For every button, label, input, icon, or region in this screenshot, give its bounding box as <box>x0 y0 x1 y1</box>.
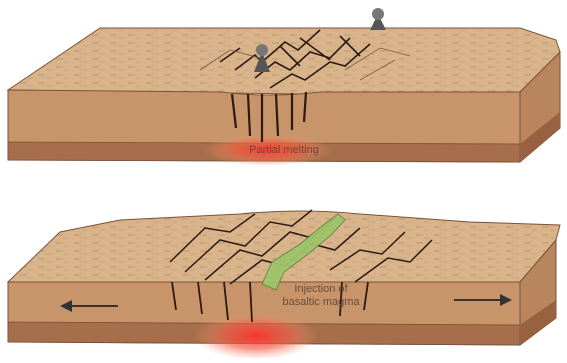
melt-upwelling-zone <box>194 312 318 358</box>
injection-label-line1: Injection of <box>276 283 366 295</box>
partial-melting-label: Partial melting <box>244 144 324 156</box>
bottom-block-surface <box>8 211 560 285</box>
top-block-surface <box>8 28 560 94</box>
injection-label-line2: basaltic magma <box>276 296 366 308</box>
top-block <box>8 8 560 166</box>
volcano-icon <box>370 8 386 30</box>
